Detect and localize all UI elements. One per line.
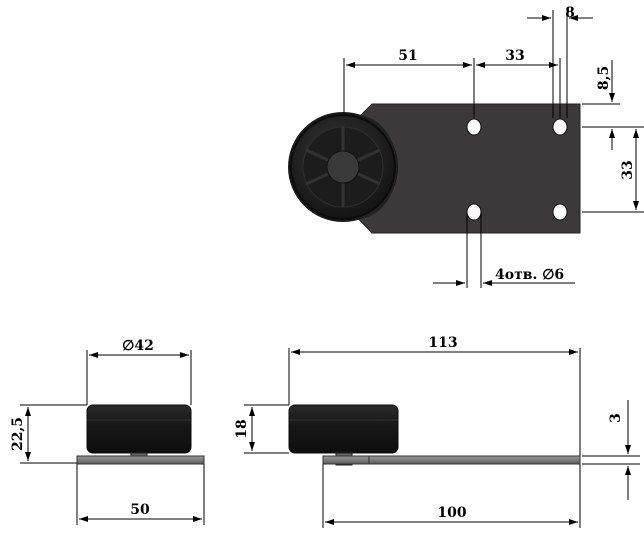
dim-33-horizontal: 33 (505, 48, 524, 64)
holes-note: 4отв. ∅6 (495, 267, 564, 283)
mounting-hole (552, 203, 568, 221)
dim-8-5: 8,5 (596, 66, 612, 90)
mounting-hole (552, 118, 568, 136)
wheel-top (288, 112, 398, 222)
dim-22-5: 22,5 (10, 417, 26, 451)
wheel-side-left (86, 404, 192, 454)
plate-side-right (322, 455, 581, 465)
mounting-hole (466, 118, 482, 136)
dim-diameter-42: ∅42 (122, 338, 154, 354)
dim-8: 8 (565, 5, 575, 21)
mounting-hole (466, 203, 482, 221)
dim-100: 100 (437, 505, 466, 521)
dim-33-vertical: 33 (620, 160, 636, 179)
dim-18: 18 (234, 419, 250, 438)
dim-113: 113 (428, 335, 457, 351)
dim-3: 3 (608, 413, 624, 423)
wheel-side-right (288, 404, 399, 454)
front-view-right: 113 18 3 100 (234, 335, 640, 528)
plate-side-left (76, 455, 205, 465)
dim-50: 50 (130, 502, 150, 518)
front-view-left: ∅42 22,5 50 (10, 338, 205, 525)
dim-51: 51 (398, 48, 417, 64)
top-view: 51 33 8 8,5 33 4отв. ∅6 (288, 5, 644, 288)
